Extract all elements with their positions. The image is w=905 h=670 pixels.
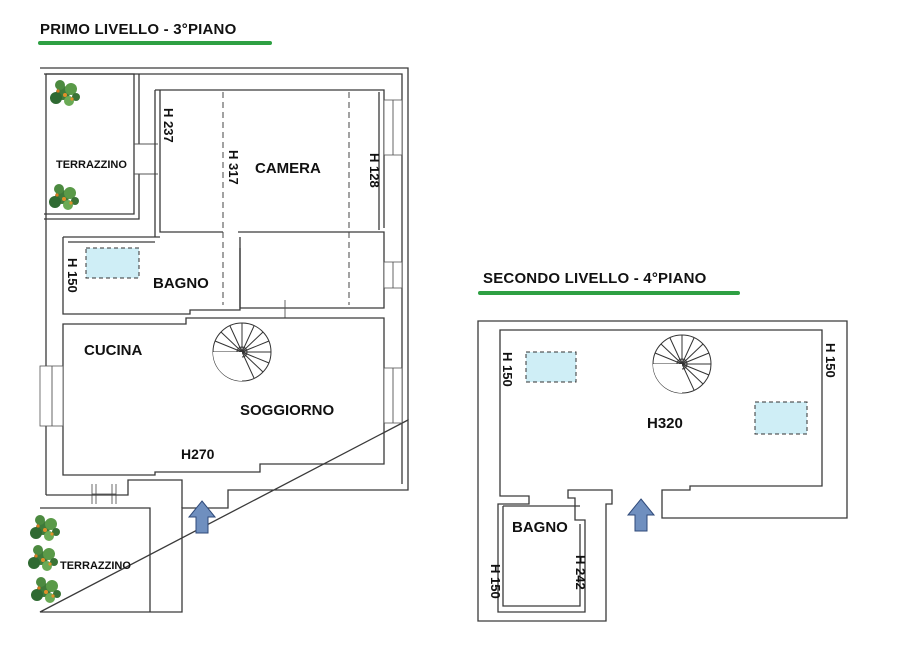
skylight-icon	[754, 401, 808, 435]
height-h150-bagno: H 150	[488, 564, 503, 599]
height-h237: H 237	[161, 108, 176, 143]
plant-icon	[28, 545, 58, 571]
entrance-arrow-icon	[188, 500, 216, 534]
plant-icon	[50, 80, 80, 106]
level2-plan	[477, 320, 848, 622]
plant-icon	[30, 515, 60, 541]
level1-plan	[28, 67, 409, 613]
height-h320: H320	[647, 415, 683, 432]
height-h317: H 317	[226, 150, 241, 185]
skylight-icon	[85, 247, 140, 279]
room-camera: CAMERA	[255, 160, 321, 177]
room-bagno-level1: BAGNO	[153, 275, 209, 292]
level1-title: PRIMO LIVELLO - 3°PIANO	[40, 21, 237, 38]
entrance-arrow-icon	[627, 498, 655, 532]
height-h150-level1: H 150	[65, 258, 80, 293]
room-cucina: CUCINA	[84, 342, 142, 359]
room-terrazzino-top: TERRAZZINO	[56, 159, 127, 171]
height-h128: H 128	[367, 153, 382, 188]
skylight-icon	[525, 351, 577, 383]
room-bagno-level2: BAGNO	[512, 519, 568, 536]
plant-icon	[31, 577, 61, 603]
height-h242: H 242	[573, 555, 588, 590]
room-soggiorno: SOGGIORNO	[240, 402, 335, 419]
level2-title-underline	[478, 291, 740, 295]
height-h270: H270	[181, 446, 215, 462]
level1-title-underline	[38, 41, 272, 45]
spiral-staircase-icon	[652, 334, 712, 394]
plant-icon	[49, 184, 79, 210]
height-h150-right: H 150	[823, 343, 838, 378]
room-terrazzino-bottom: TERRAZZINO	[60, 560, 131, 572]
height-h150-left: H 150	[500, 352, 515, 387]
spiral-staircase-icon	[212, 322, 272, 382]
level2-title: SECONDO LIVELLO - 4°PIANO	[483, 270, 707, 287]
